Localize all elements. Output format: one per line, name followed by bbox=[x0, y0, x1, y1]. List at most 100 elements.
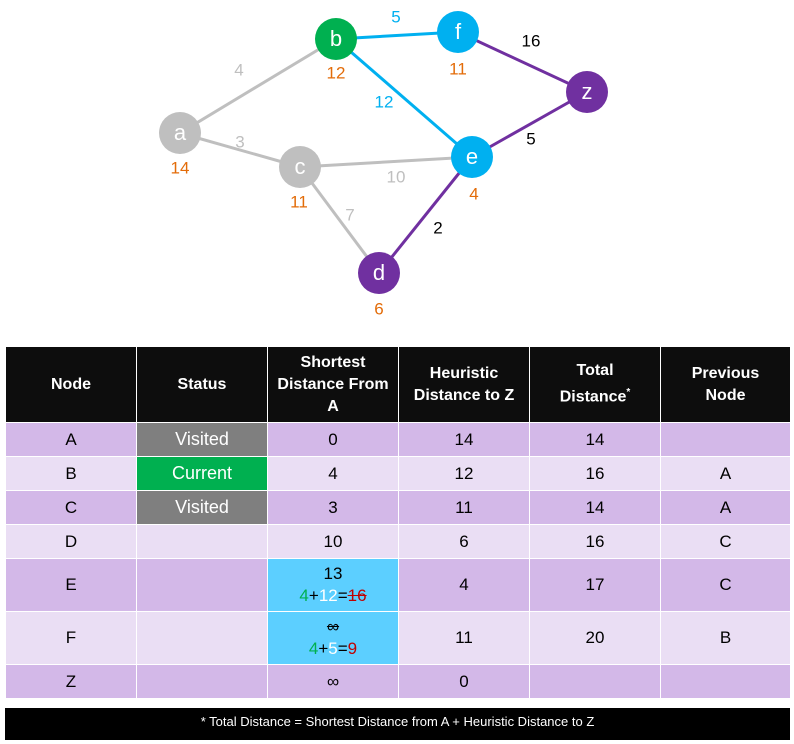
header-shortest-line-3: A bbox=[327, 397, 339, 415]
header-shortest-line-2: Distance From bbox=[277, 375, 389, 393]
cell-heuristic: 14 bbox=[398, 422, 530, 457]
distance-calculation: 4+5=9 bbox=[268, 638, 398, 660]
calc-equals: = bbox=[337, 639, 348, 658]
edge-c-d bbox=[298, 166, 381, 274]
node-label-f: f bbox=[455, 19, 462, 44]
cell-total: 14 bbox=[529, 490, 661, 525]
node-heuristic-d: 6 bbox=[374, 299, 383, 318]
cell-node: B bbox=[5, 456, 137, 491]
table-row-d: D 10 6 16 C bbox=[5, 524, 791, 559]
cell-shortest: 3 bbox=[267, 490, 399, 525]
table-row-f: F ∞ 4+5=9 11 20 B bbox=[5, 611, 791, 665]
cell-shortest: 4 bbox=[267, 456, 399, 491]
cell-previous bbox=[660, 664, 791, 699]
header-previous-node: Previous Node bbox=[660, 346, 791, 423]
calc-term-a: 4 bbox=[299, 586, 309, 605]
edge-weight-c-d: 7 bbox=[345, 205, 354, 224]
node-label-d: d bbox=[373, 260, 385, 285]
header-previous-line-1: Previous bbox=[691, 364, 760, 382]
header-shortest-distance: Shortest Distance From A bbox=[267, 346, 399, 423]
cell-heuristic: 4 bbox=[398, 558, 530, 612]
edge-weight-a-c: 3 bbox=[235, 132, 244, 151]
edge-c-e bbox=[299, 155, 473, 169]
calc-equals: = bbox=[337, 586, 348, 605]
cell-shortest-updated: 13 4+12=16 bbox=[267, 558, 399, 612]
cell-heuristic: 11 bbox=[398, 611, 530, 665]
cell-total: 14 bbox=[529, 422, 661, 457]
edge-weight-f-z: 16 bbox=[522, 31, 541, 50]
table-row-a: A Visited 0 14 14 bbox=[5, 422, 791, 457]
header-shortest-line-1: Shortest bbox=[300, 353, 366, 371]
node-d bbox=[358, 252, 400, 294]
node-c bbox=[279, 146, 321, 188]
status-badge-visited: Visited bbox=[136, 422, 268, 457]
edge-f-z bbox=[457, 30, 588, 94]
cell-previous: A bbox=[660, 456, 791, 491]
header-previous-line-2: Node bbox=[705, 386, 746, 404]
cell-total: 17 bbox=[529, 558, 661, 612]
node-heuristic-e: 4 bbox=[469, 184, 478, 203]
table-footnote: * Total Distance = Shortest Distance fro… bbox=[5, 708, 790, 740]
cell-total: 16 bbox=[529, 456, 661, 491]
header-total-line-1: Total bbox=[576, 362, 614, 380]
calc-result-rejected: 16 bbox=[347, 586, 367, 605]
header-status: Status bbox=[136, 346, 268, 423]
node-label-e: e bbox=[466, 144, 478, 169]
cell-shortest: ∞ bbox=[267, 664, 399, 699]
cell-previous: C bbox=[660, 524, 791, 559]
node-heuristic-f: 11 bbox=[449, 59, 467, 78]
edge-weight-b-f: 5 bbox=[391, 7, 400, 26]
cell-heuristic: 0 bbox=[398, 664, 530, 699]
status-badge-current: Current bbox=[136, 456, 268, 491]
header-heuristic-line-1: Heuristic bbox=[429, 364, 499, 382]
cell-total: 16 bbox=[529, 524, 661, 559]
node-label-b: b bbox=[330, 26, 342, 51]
node-heuristic-c: 11 bbox=[290, 192, 308, 211]
table-row-c: C Visited 3 11 14 A bbox=[5, 490, 791, 525]
edge-d-e bbox=[377, 156, 474, 274]
cell-status bbox=[136, 524, 268, 559]
calc-plus: + bbox=[318, 639, 329, 658]
table-header: Node Status Shortest Distance From A Heu… bbox=[5, 346, 791, 423]
cell-status bbox=[136, 611, 268, 665]
node-f bbox=[437, 11, 479, 53]
edge-b-e bbox=[335, 37, 473, 159]
table-row-b: B Current 4 12 16 A bbox=[5, 456, 791, 491]
calc-term-b: 12 bbox=[318, 586, 338, 605]
cell-shortest: 10 bbox=[267, 524, 399, 559]
status-badge-visited: Visited bbox=[136, 490, 268, 525]
cell-heuristic: 11 bbox=[398, 490, 530, 525]
cell-total: 20 bbox=[529, 611, 661, 665]
header-node: Node bbox=[5, 346, 137, 423]
table-body: A Visited 0 14 14 B Current 4 12 16 A C … bbox=[5, 422, 791, 699]
header-total-line-2: Distance* bbox=[530, 382, 660, 408]
distance-calculation: 4+12=16 bbox=[268, 585, 398, 607]
cell-shortest: 0 bbox=[267, 422, 399, 457]
shortest-value-replaced: ∞ bbox=[326, 617, 340, 636]
calc-term-b: 5 bbox=[328, 639, 338, 658]
cell-total bbox=[529, 664, 661, 699]
node-label-z: z bbox=[582, 79, 593, 104]
node-b bbox=[315, 18, 357, 60]
cell-previous bbox=[660, 422, 791, 457]
node-e bbox=[451, 136, 493, 178]
node-heuristic-b: 12 bbox=[327, 63, 346, 82]
cell-node: C bbox=[5, 490, 137, 525]
cell-heuristic: 6 bbox=[398, 524, 530, 559]
node-heuristic-a: 14 bbox=[171, 158, 190, 177]
header-total-distance-label: Distance bbox=[559, 388, 627, 406]
node-a bbox=[159, 112, 201, 154]
node-z bbox=[566, 71, 608, 113]
edge-e-z bbox=[471, 90, 588, 159]
cell-node: F bbox=[5, 611, 137, 665]
edge-a-b bbox=[179, 37, 337, 135]
node-label-c: c bbox=[295, 154, 306, 179]
table-row-z: Z ∞ 0 bbox=[5, 664, 791, 699]
edge-weight-b-e: 12 bbox=[375, 92, 394, 111]
table-row-e: E 13 4+12=16 4 17 C bbox=[5, 558, 791, 612]
cell-node: E bbox=[5, 558, 137, 612]
calc-term-a: 4 bbox=[308, 639, 319, 658]
cell-shortest-updated: ∞ 4+5=9 bbox=[267, 611, 399, 665]
cell-heuristic: 12 bbox=[398, 456, 530, 491]
